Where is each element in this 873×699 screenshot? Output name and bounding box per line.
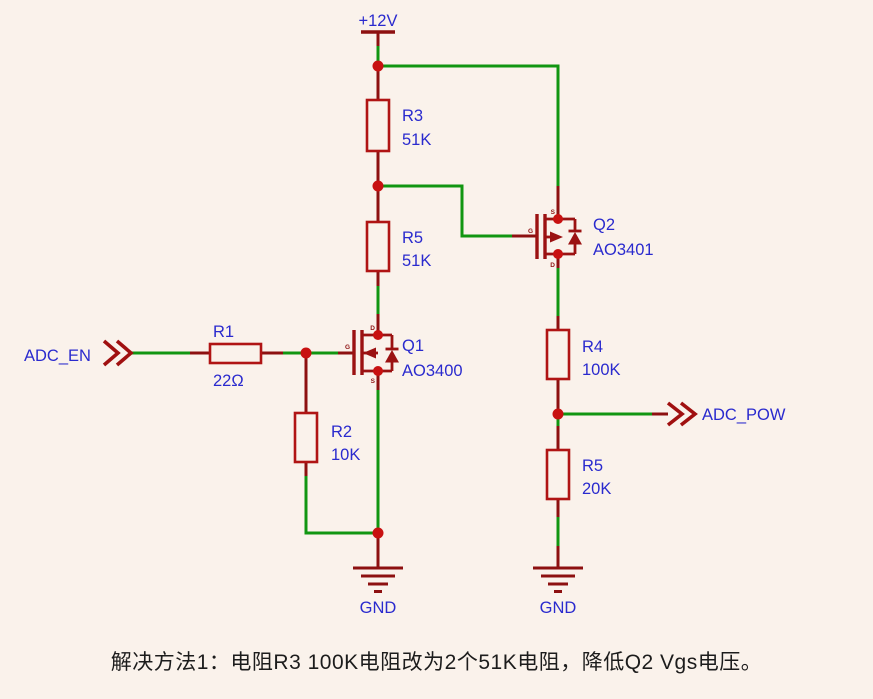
- gnd2-label: GND: [540, 599, 577, 617]
- port-adc-pow-chevron-icon: [666, 401, 698, 427]
- resistor-r3-value: 51K: [402, 131, 431, 149]
- resistor-r5-upper-ref: R5: [402, 229, 423, 247]
- q1-drain-dot: [373, 330, 383, 340]
- q2-arrow: [550, 231, 563, 243]
- resistor-r5-lower-body: [545, 448, 571, 501]
- ground-symbol-right: GND: [533, 566, 583, 617]
- resistor-r2-value: 10K: [331, 446, 360, 464]
- resistor-r5-upper-value: 51K: [402, 252, 431, 270]
- port-adc-en: ADC_EN: [24, 339, 134, 367]
- resistor-r1-ref: R1: [213, 323, 234, 341]
- junction-dot-12v: [372, 60, 384, 72]
- resistor-r2-ref: R2: [331, 423, 352, 441]
- q2-pin-label-top: S: [551, 209, 556, 216]
- q1-pin-label-source: S: [371, 378, 376, 385]
- resistor-r5-lower-value: 20K: [582, 480, 611, 498]
- wire-r3-to-q2-gate: [378, 184, 514, 238]
- q2-diode-triangle: [568, 232, 582, 245]
- resistor-r3-ref: R3: [402, 107, 423, 125]
- resistor-r2: R2 10K: [293, 411, 360, 464]
- q2-pin-label-gate: G: [528, 228, 533, 235]
- power-label: +12V: [359, 12, 398, 30]
- q1-arrow: [363, 347, 376, 359]
- port-adc-en-label: ADC_EN: [24, 347, 91, 365]
- resistor-r5-lower: R5 20K: [545, 448, 611, 501]
- junction-dot-gnd-left: [372, 527, 384, 539]
- q2-top-dot: [553, 214, 563, 224]
- gnd1-label: GND: [360, 599, 397, 617]
- mosfet-q2-ref: Q2: [593, 216, 615, 234]
- caption-text: 解决方法1：电阻R3 100K电阻改为2个51K电阻，降低Q2 Vgs电压。: [110, 651, 763, 674]
- resistor-r4-value: 100K: [582, 361, 621, 379]
- resistor-r1: R1 22Ω: [208, 323, 263, 390]
- q1-source-dot: [373, 366, 383, 376]
- mosfet-q2: S G D Q2 AO3401: [528, 209, 654, 269]
- port-adc-pow-label: ADC_POW: [702, 406, 786, 424]
- resistor-r4-ref: R4: [582, 338, 603, 356]
- resistor-r2-body: [293, 411, 319, 464]
- resistor-r1-body: [208, 342, 263, 365]
- junction-dot-q1-gate: [300, 347, 312, 359]
- resistor-r5-lower-ref: R5: [582, 457, 603, 475]
- port-adc-en-chevron-icon: [102, 339, 134, 367]
- wire-r2-to-gnd-node: [304, 476, 378, 535]
- mosfet-q1-ref: Q1: [402, 337, 424, 355]
- q2-pin-label-bottom: D: [550, 262, 555, 269]
- resistor-r4: R4 100K: [545, 328, 621, 381]
- resistor-r3-body: [365, 98, 391, 153]
- mosfet-q1-part: AO3400: [402, 362, 463, 380]
- resistor-r5-upper: R5 51K: [365, 220, 431, 273]
- wire-12v-to-q2-top: [378, 64, 560, 188]
- port-adc-pow: ADC_POW: [666, 401, 786, 427]
- mosfet-q2-part: AO3401: [593, 241, 654, 259]
- q1-pin-label-drain: D: [370, 325, 375, 332]
- resistor-r4-body: [545, 328, 571, 381]
- q2-bottom-dot: [553, 249, 563, 259]
- ground-symbol-left: GND: [353, 566, 403, 617]
- q1-diode-triangle: [385, 350, 399, 363]
- junction-dot-adc-pow: [552, 408, 564, 420]
- resistor-r5-upper-body: [365, 220, 391, 273]
- resistor-r3: R3 51K: [365, 98, 431, 153]
- power-flag-12v: +12V: [359, 12, 398, 64]
- q1-pin-label-gate: G: [345, 344, 350, 351]
- junction-dot-r3-r5: [372, 180, 384, 192]
- mosfet-q1: D G S Q1 AO3400: [345, 325, 463, 385]
- resistor-r1-value: 22Ω: [213, 372, 244, 390]
